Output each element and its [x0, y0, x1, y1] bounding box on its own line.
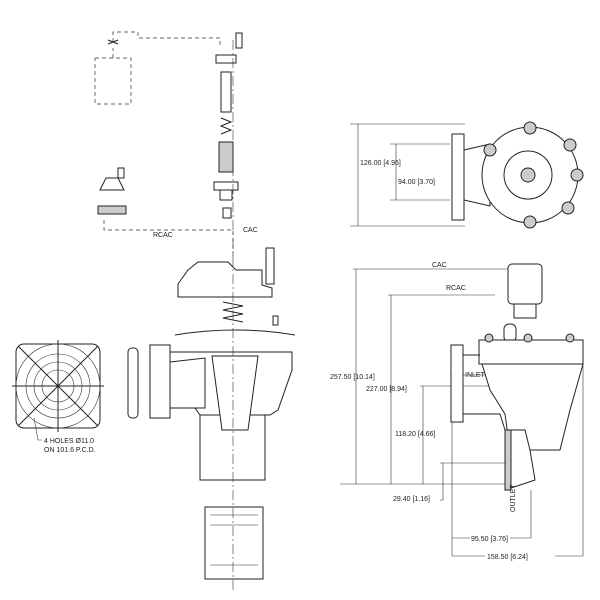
top-inlet: [463, 143, 491, 207]
rcac-seal: [97, 205, 127, 215]
exploded-cac-label: CAC: [243, 227, 258, 234]
body-cone: [211, 355, 259, 431]
flange-holes-note-1: 4 HOLES Ø11.0: [44, 438, 94, 445]
top-flange: [451, 133, 465, 221]
dim-inlet-height: 118.20 [4.66]: [395, 431, 435, 438]
seal-body: [219, 189, 233, 201]
side-cac-label: CAC: [432, 262, 447, 269]
outlet-nipple: [204, 506, 264, 580]
nut: [222, 207, 232, 219]
solenoid-stem: [513, 303, 537, 319]
dim-outlet-center: 95.50 [3.76]: [471, 536, 508, 543]
side-inlet-flange: [450, 344, 464, 423]
cotter-pin-icon: [107, 39, 119, 45]
side-cover: [478, 339, 584, 365]
dim-outlet-offset: 29.40 [1.16]: [393, 496, 430, 503]
screw: [235, 32, 243, 49]
flange-holes-note-2: ON 101.6 P.C.D.: [44, 447, 96, 454]
seal: [213, 181, 239, 191]
diaphragm: [174, 329, 296, 336]
solenoid-coil: [507, 263, 543, 305]
outlet-label: OUTLET: [510, 484, 517, 512]
rcac-port: [503, 323, 517, 343]
valve-cover: [177, 261, 273, 298]
dim-cac-height: 257.50 [10.14]: [330, 374, 375, 381]
rcac-screw: [117, 167, 125, 179]
top-view: 126.00 [4.96] 94.00 [3.70]: [350, 121, 584, 229]
plunger-tube: [220, 71, 232, 113]
plunger-cap: [215, 54, 237, 64]
dim-overall-height: 126.00 [4.96]: [360, 160, 401, 167]
inlet-label: INLET: [465, 372, 486, 379]
inlet-o-ring: [127, 347, 139, 419]
exploded-view: RCAC CAC: [94, 31, 296, 590]
spring: [219, 117, 233, 135]
side-view: CAC RCAC 257.50 [10.14] 227.00 [8.94] 11…: [330, 262, 584, 561]
flange-view: 4 HOLES Ø11.0 ON 101.6 P.C.D.: [12, 340, 104, 454]
body-flange: [149, 344, 171, 419]
exploded-rcac-label: RCAC: [153, 232, 173, 239]
rcac-pilot: [99, 177, 125, 191]
dim-rcac-height: 227.00 [8.94]: [366, 386, 407, 393]
dim-inner-height: 94.00 [3.70]: [398, 179, 435, 186]
cover-bolt: [265, 247, 275, 285]
side-body: [481, 363, 584, 451]
bleed-plug: [272, 315, 279, 326]
dim-overall-width: 158.50 [6.24]: [487, 554, 528, 561]
plunger: [218, 141, 234, 173]
body-inlet: [169, 357, 206, 409]
side-rcac-label: RCAC: [446, 285, 466, 292]
